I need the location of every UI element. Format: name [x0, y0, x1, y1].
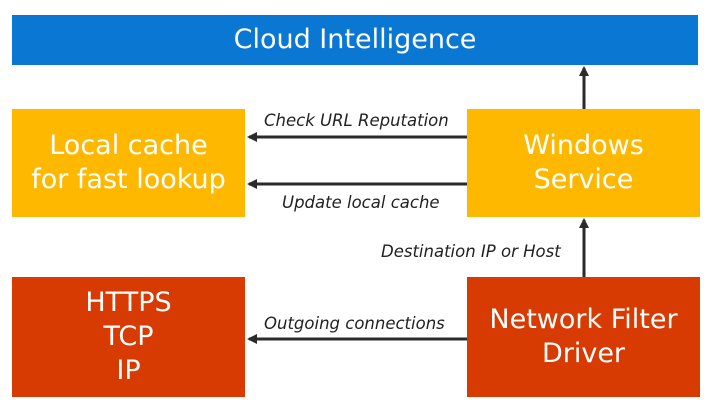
windows-service-box: Windows Service	[467, 109, 700, 217]
local-cache-box: Local cache for fast lookup	[12, 109, 245, 217]
protocol-https: HTTPS	[85, 287, 172, 318]
cloud-intelligence-label: Cloud Intelligence	[233, 24, 477, 55]
protocol-tcp: TCP	[103, 321, 154, 352]
windows-service-line-1: Windows	[523, 130, 644, 161]
protocol-ip: IP	[116, 355, 141, 386]
protocols-box: HTTPS TCP IP	[12, 277, 245, 397]
update-cache-label: Update local cache	[282, 193, 440, 212]
windows-service-line-2: Service	[533, 164, 634, 195]
network-filter-driver-box: Network Filter Driver	[467, 277, 700, 397]
outgoing-connections-label: Outgoing connections	[264, 314, 445, 333]
local-cache-line-2: for fast lookup	[31, 164, 226, 195]
local-cache-line-1: Local cache	[49, 130, 208, 161]
network-filter-driver-line-2: Driver	[541, 338, 626, 369]
check-url-label: Check URL Reputation	[264, 111, 449, 130]
network-filter-driver-line-1: Network Filter	[489, 304, 678, 335]
cloud-intelligence-box: Cloud Intelligence	[12, 15, 698, 65]
destination-label: Destination IP or Host	[381, 242, 561, 261]
